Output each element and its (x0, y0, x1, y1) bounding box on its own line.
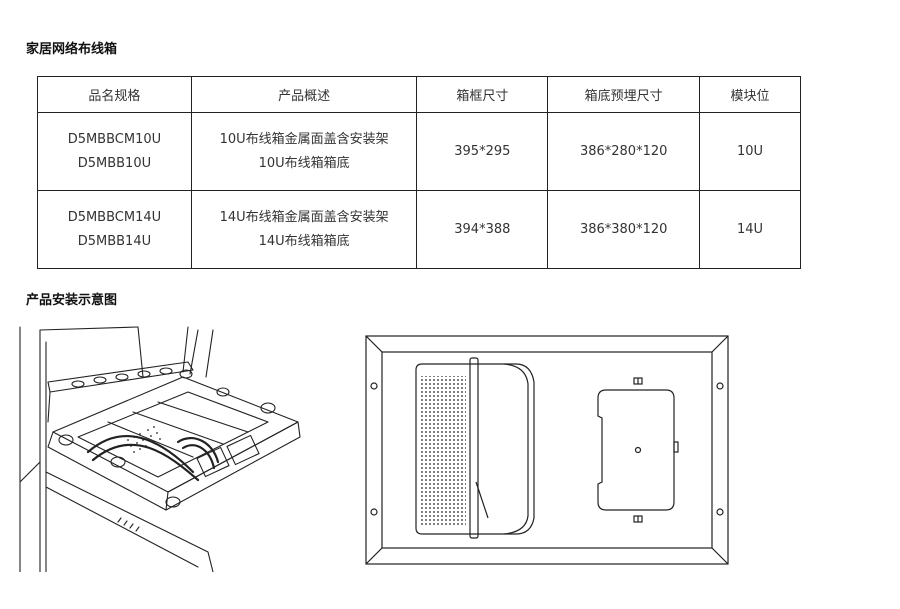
cell-model: D5MBBCM10U D5MBB10U (37, 112, 192, 191)
table-row: D5MBBCM10U D5MBB10U 10U布线箱金属面盖含安装架 10U布线… (37, 112, 801, 191)
cell-module-slots: 14U (699, 190, 801, 269)
description-line: 14U布线箱箱底 (258, 233, 350, 249)
description-line: 14U布线箱金属面盖含安装架 (219, 209, 389, 225)
model-code: D5MBB10U (77, 155, 152, 171)
cell-frame-size: 395*295 (416, 112, 549, 191)
section-title-installation: 产品安装示意图 (26, 293, 118, 308)
cell-frame-size: 394*388 (416, 190, 549, 269)
cell-base-size: 386*280*120 (547, 112, 701, 191)
installation-illustration-front (356, 322, 746, 572)
header-frame-size: 箱框尺寸 (416, 76, 549, 113)
header-description: 产品概述 (190, 76, 418, 113)
cell-module-slots: 10U (699, 112, 801, 191)
header-base-size: 箱底预埋尺寸 (547, 76, 701, 113)
model-code: D5MBBCM10U (67, 131, 162, 147)
cell-description: 10U布线箱金属面盖含安装架 10U布线箱箱底 (190, 112, 418, 191)
table-header-row: 品名规格 产品概述 箱框尺寸 箱底预埋尺寸 模块位 (37, 76, 801, 113)
section-title-product: 家居网络布线箱 (26, 42, 118, 57)
cell-model: D5MBBCM14U D5MBB14U (37, 190, 192, 269)
spec-table: 品名规格 产品概述 箱框尺寸 箱底预埋尺寸 模块位 D5MBBCM10U D5M… (37, 76, 801, 269)
cell-description: 14U布线箱金属面盖含安装架 14U布线箱箱底 (190, 190, 418, 269)
model-code: D5MBBCM14U (67, 209, 162, 225)
installation-illustration-perspective (18, 322, 318, 572)
description-line: 10U布线箱金属面盖含安装架 (219, 131, 389, 147)
description-line: 10U布线箱箱底 (258, 155, 350, 171)
header-model: 品名规格 (37, 76, 192, 113)
header-module-slots: 模块位 (699, 76, 801, 113)
table-row: D5MBBCM14U D5MBB14U 14U布线箱金属面盖含安装架 14U布线… (37, 190, 801, 269)
cell-base-size: 386*380*120 (547, 190, 701, 269)
model-code: D5MBB14U (77, 233, 152, 249)
